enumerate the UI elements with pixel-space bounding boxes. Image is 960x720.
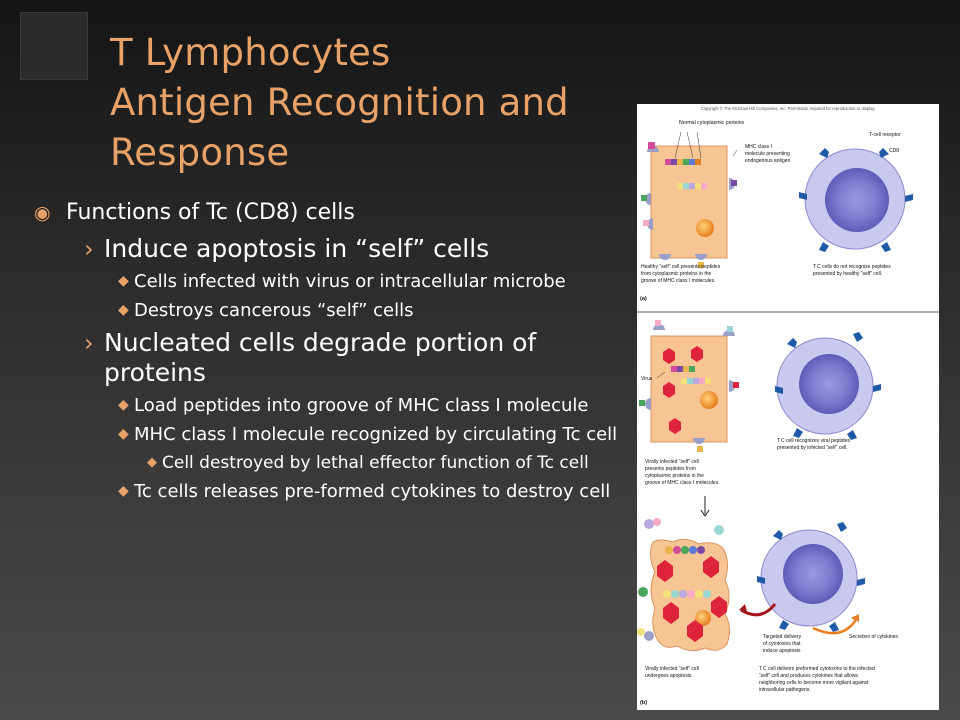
tc-nucleus-c <box>783 544 843 604</box>
tcr-receptors-b <box>775 332 881 440</box>
bullet-level4: ◆ Cell destroyed by lethal effector func… <box>34 452 630 474</box>
panel-b-letter: (b) <box>640 700 647 706</box>
diamond-icon: ◆ <box>118 273 129 289</box>
protein-chain-b <box>671 366 711 384</box>
bullet-text: MHC class I molecule recognized by circu… <box>134 424 618 445</box>
caption-b-right-1: T C cell recognizes viral peptides <box>777 438 850 444</box>
label-targeted-3: induce apoptosis <box>763 648 801 654</box>
caption-b-bottom-right-2: “self” cell and produces cytokines that … <box>759 673 858 679</box>
caption-b-right-2: presented by infected “self” cell. <box>777 445 848 451</box>
label-targeted-1: Targeted delivery <box>763 634 802 640</box>
fragments-b <box>663 546 711 626</box>
caption-b-left-4: groove of MHC class I molecules. <box>645 480 719 486</box>
diamond-icon: ◆ <box>118 397 129 413</box>
bullet-level1: ◉ Functions of Tc (CD8) cells <box>34 198 630 228</box>
diamond-icon: ◆ <box>118 426 129 442</box>
caption-b-left-3: cytoplasmic proteins in the <box>645 473 704 479</box>
caption-b-bottom-right-3: neighboring cells to become more vigilan… <box>759 680 869 686</box>
caption-a-left-2: from cytoplasmic proteins in the <box>641 271 712 277</box>
caption-a-right-2: presented by healthy “self” cell. <box>813 271 882 277</box>
label-cd8: CD8 <box>889 148 899 154</box>
bullet-text: Induce apoptosis in “self” cells <box>104 234 490 263</box>
virus-particles-b <box>663 346 703 434</box>
caption-a-right-1: T C cells do not recognize peptides <box>813 264 891 270</box>
bullet-text: Functions of Tc (CD8) cells <box>66 200 355 225</box>
caption-b-bottom-left-1: Virally infected “self” cell <box>645 666 699 672</box>
tc-cell-figure: Copyright © The McGraw-Hill Companies, I… <box>637 104 939 710</box>
caption-b-bottom-right-4: intracellular pathogens. <box>759 687 811 693</box>
nucleus-a <box>696 219 714 237</box>
diamond-icon: ◆ <box>118 483 129 499</box>
caption-b-left-2: presents peptides from <box>645 466 696 472</box>
title-line-1: T Lymphocytes <box>110 31 391 74</box>
label-tcr: T-cell receptor <box>869 132 901 138</box>
title-line-2: Antigen Recognition and <box>110 81 569 124</box>
diamond-icon: ◆ <box>147 455 157 470</box>
label-virus: Virus <box>641 376 653 382</box>
label-mhc-3: endogenous antigen <box>745 158 791 164</box>
bullet-level3: ◆ Cells infected with virus or intracell… <box>34 270 630 293</box>
nucleus-b <box>700 391 718 409</box>
bullet-level3: ◆ Destroys cancerous “self” cells <box>34 299 630 322</box>
tcr-receptors-c <box>757 522 865 632</box>
mhc-molecules-a <box>641 142 737 268</box>
mhc-fragments-bottom <box>637 518 724 641</box>
mhc-molecules-b <box>639 320 739 452</box>
label-normal-proteins: Normal cytoplasmic proteins <box>679 120 745 126</box>
bullet-list: ◉ Functions of Tc (CD8) cells › Induce a… <box>34 198 630 509</box>
chevron-right-icon: › <box>84 235 94 263</box>
protein-chain-a2 <box>677 183 707 189</box>
infected-cell-b <box>650 335 728 443</box>
virus-particles-bottom <box>657 556 727 642</box>
bullet-level3: ◆ MHC class I molecule recognized by cir… <box>34 423 630 446</box>
down-arrow-icon <box>700 496 710 517</box>
bullet-text: Load peptides into groove of MHC class I… <box>134 395 589 416</box>
label-secretion: Secretion of cytokines <box>849 634 898 640</box>
corner-decoration <box>20 12 88 80</box>
bullet-text: Tc cells releases pre-formed cytokines t… <box>134 481 611 502</box>
tc-nucleus-b <box>799 354 859 414</box>
bullet-text: Cells infected with virus or intracellul… <box>134 271 566 292</box>
panel-a-letter: (a) <box>640 296 647 302</box>
caption-a-left-3: groove of MHC class I molecules. <box>641 278 715 284</box>
caption-b-bottom-left-2: undergoes apoptosis. <box>645 673 693 679</box>
slide-title: T Lymphocytes Antigen Recognition and Re… <box>110 28 650 178</box>
tcr-receptors-a <box>799 148 913 252</box>
copyright-text: Copyright © The McGraw-Hill Companies, I… <box>701 106 876 111</box>
diamond-icon: ◆ <box>118 302 129 318</box>
label-targeted-2: of cytotoxins that <box>763 641 801 647</box>
title-line-3: Response <box>110 131 290 174</box>
bullet-circle-icon: ◉ <box>34 202 51 224</box>
chevron-right-icon: › <box>84 329 94 357</box>
label-mhc-2: molecule presenting <box>745 151 790 157</box>
caption-b-bottom-right-1: T C cell delivers preformed cytotoxins t… <box>759 666 875 672</box>
bullet-text: Cell destroyed by lethal effector functi… <box>162 453 589 473</box>
cytokine-arrow-icon <box>812 614 859 635</box>
caption-b-left-1: Virally infected “self” cell <box>645 459 699 465</box>
bullet-level3: ◆ Tc cells releases pre-formed cytokines… <box>34 480 630 503</box>
bullet-level3: ◆ Load peptides into groove of MHC class… <box>34 394 630 417</box>
protein-chain-a1 <box>665 159 701 165</box>
bullet-level2: › Induce apoptosis in “self” cells <box>34 234 630 264</box>
label-mhc-1: MHC class I <box>745 144 772 150</box>
bullet-level2: › Nucleated cells degrade portion of pro… <box>34 328 630 388</box>
tc-nucleus-a <box>825 168 889 232</box>
caption-a-left-1: Healthy “self” cell presents peptides <box>641 264 721 270</box>
targeted-arrow-icon <box>739 603 777 617</box>
bullet-text: Destroys cancerous “self” cells <box>134 300 414 321</box>
bullet-text: Nucleated cells degrade portion of prote… <box>104 328 537 387</box>
